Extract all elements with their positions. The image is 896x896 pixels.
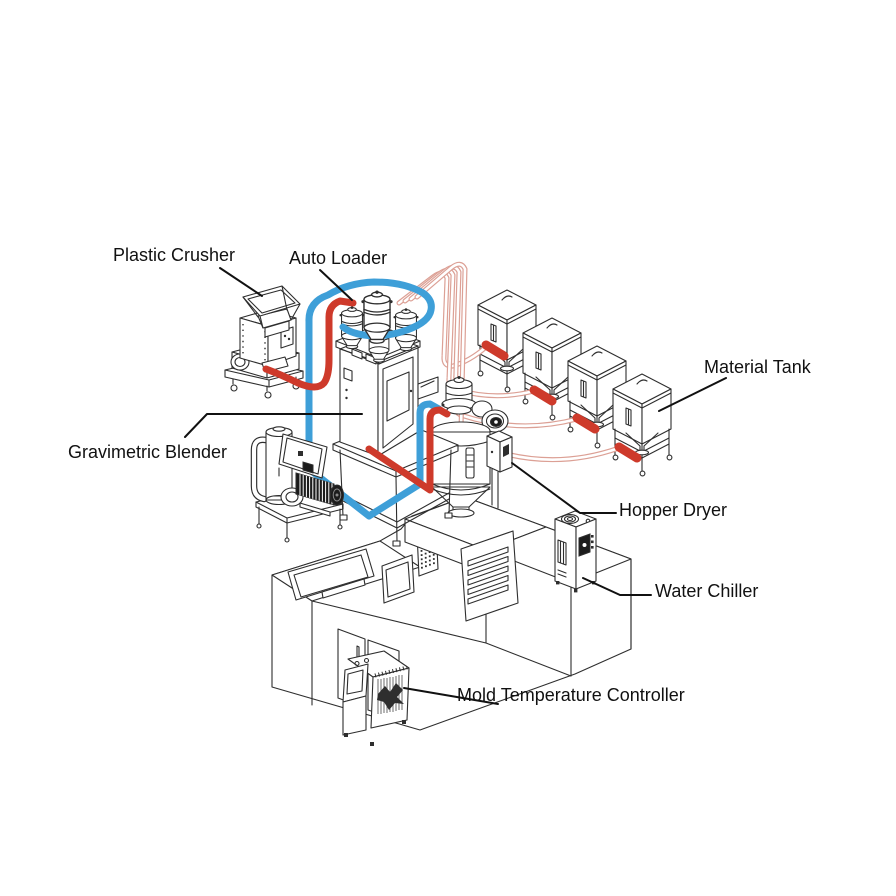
mold-temperature-controller — [342, 650, 410, 746]
pump-motor — [295, 472, 335, 506]
machine-top-window — [287, 548, 375, 601]
water-chiller-label: Water Chiller — [655, 581, 758, 601]
blender-display — [417, 376, 439, 400]
tank-4-inlet-arrow — [614, 442, 642, 463]
material-tube-crusher — [262, 297, 357, 391]
auto-loader-pointer-line — [319, 269, 353, 301]
plastic-crusher — [224, 285, 304, 399]
material-tank-pointer-line — [658, 377, 727, 412]
blender-door-window — [386, 371, 410, 422]
vacuum-tube-blue-loop — [305, 278, 435, 340]
auto-loader-label: Auto Loader — [289, 248, 387, 268]
crusher-hopper — [242, 285, 301, 317]
plastic-crusher-label: Plastic Crusher — [113, 245, 235, 265]
tank-3-inlet-arrow — [572, 413, 600, 434]
plastic-crusher-pointer-line — [219, 267, 263, 297]
water-chiller — [554, 510, 597, 593]
water-chiller-pointer-line — [582, 577, 652, 596]
vacuum-pump-unit — [250, 426, 344, 517]
gravimetric-blender-pointer-line — [184, 413, 363, 438]
material-tank-4 — [612, 373, 673, 477]
mtc-screen — [346, 669, 364, 695]
chiller-fan-icon — [560, 513, 580, 525]
material-tank-label: Material Tank — [704, 357, 812, 377]
tank-2-inlet-arrow — [529, 385, 557, 406]
tank-1-inlet-arrow — [481, 340, 509, 361]
hopper-dryer — [431, 376, 513, 518]
hopper-dryer-pointer-line — [511, 462, 617, 514]
material-tube-dryer — [365, 406, 451, 494]
mold-temperature-controller-label: Mold Temperature Controller — [457, 685, 685, 705]
blender-cabinet — [339, 348, 379, 457]
mtc-logo — [377, 683, 404, 710]
gravimetric-blender-label: Gravimetric Blender — [68, 442, 227, 462]
vacuum-tube-blue-main — [305, 316, 443, 520]
hopper-dryer-label: Hopper Dryer — [619, 500, 727, 520]
conveying-tubes — [262, 278, 451, 520]
mold-temperature-controller-pointer-line — [403, 687, 499, 705]
annotations: Plastic Crusher Auto Loader Material Tan… — [68, 245, 812, 705]
